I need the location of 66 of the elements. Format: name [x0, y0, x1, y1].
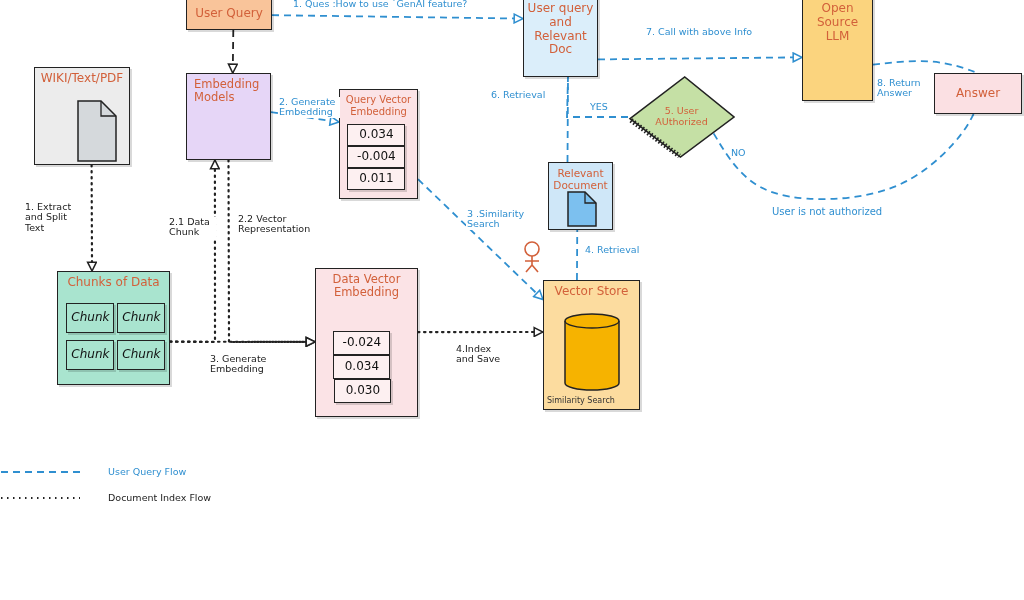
node-title: WIKI/Text/PDF [40, 72, 124, 86]
chunk-label: Chunk [71, 311, 110, 326]
process-box [186, 0, 272, 30]
node-title: Chunks of Data [67, 276, 160, 290]
connector-line [712, 113, 975, 200]
chunk-card [66, 303, 115, 334]
note-text: User is not authorized [772, 206, 883, 217]
arrow [86, 163, 98, 273]
connector-line [576, 229, 579, 281]
value-text: -0.024 [342, 336, 382, 351]
edge-label: 2.1 Data Chunk [168, 217, 216, 238]
arrow [271, 13, 524, 24]
chunk-label: Chunk [122, 311, 161, 326]
edge-label: 4. Retrieval [584, 245, 641, 256]
chunk-card [117, 340, 166, 371]
legend-label: User Query Flow [108, 466, 187, 477]
node-title: User Query [195, 6, 263, 21]
edge-label: NO [730, 148, 747, 159]
value-text: -0.004 [357, 150, 396, 165]
connector-line [566, 76, 629, 118]
node-title: Vector Store [554, 285, 629, 299]
arrow [227, 29, 239, 74]
node-title: User query and Relevant Doc [527, 2, 594, 58]
arrow [168, 336, 317, 348]
process-box [34, 67, 130, 165]
node-title: 5. User AUthorized [654, 106, 709, 128]
process-box [543, 280, 640, 410]
chunk-label: Chunk [71, 348, 110, 363]
value-text: 0.034 [344, 360, 380, 375]
value-cell [347, 168, 406, 191]
chunk-card [117, 303, 166, 334]
edge-label: 7. Call with above Info [645, 27, 754, 38]
process-box [548, 162, 613, 230]
node-title: Open Source LLM [815, 2, 860, 44]
edge-label: 1. Ques :How to use `GenAI feature? [292, 0, 469, 10]
process-box [934, 73, 1022, 114]
value-cell [334, 379, 392, 404]
edge-label: 2. Generate Embedding [278, 97, 340, 118]
arrow [416, 326, 545, 338]
chunk-label: Chunk [122, 348, 161, 363]
chunk-card [66, 340, 115, 371]
value-cell [333, 331, 391, 356]
process-box [802, 0, 873, 101]
process-box [315, 268, 418, 417]
node-title: Answer [955, 86, 1001, 101]
process-box [339, 89, 418, 199]
value-cell [347, 146, 406, 169]
edge-label: YES [589, 102, 609, 113]
value-cell [333, 355, 391, 380]
node-title: Relevant Document [552, 167, 609, 192]
value-text: 0.011 [359, 172, 394, 187]
node-title: Query Vector Embedding [344, 94, 413, 117]
arrow [417, 178, 544, 301]
node-title: Embedding Models [193, 78, 261, 105]
process-box [57, 271, 170, 385]
value-text: 0.030 [345, 384, 381, 399]
process-box [523, 0, 598, 77]
node-note: Similarity Search [547, 396, 615, 405]
edge-label: 1. Extract and Split Text [24, 202, 74, 234]
process-box [186, 73, 271, 160]
node-title: Data Vector Embedding [331, 273, 402, 300]
arrow [597, 52, 803, 63]
value-cell [347, 124, 406, 147]
edge-label: 6. Retrieval [490, 90, 547, 101]
value-text: 0.034 [359, 128, 394, 143]
legend-label: Document Index Flow [108, 492, 212, 503]
